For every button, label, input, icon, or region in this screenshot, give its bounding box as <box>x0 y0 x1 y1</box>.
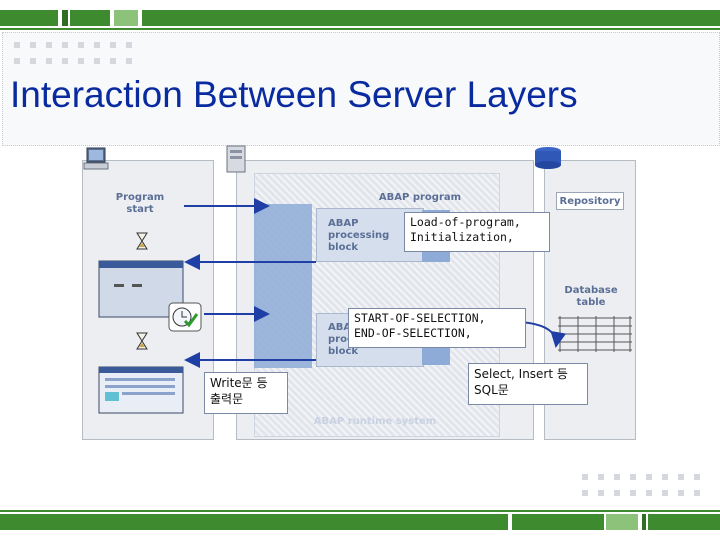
callout-load-of-program: Load-of-program, Initialization, <box>404 212 550 252</box>
repository-label: Repository <box>559 196 621 207</box>
clock-check-icon <box>168 302 202 332</box>
bottom-rule <box>0 510 720 512</box>
hourglass-icon <box>136 232 148 250</box>
page-title: Interaction Between Server Layers <box>10 74 578 115</box>
top-band <box>0 10 720 26</box>
database-table-label: Database table <box>564 285 618 308</box>
repository-box <box>556 192 624 210</box>
callout-sql: Select, Insert 등 SQL문 <box>468 363 588 405</box>
callout-write-output: Write문 등 출력문 <box>204 372 288 414</box>
bottom-band <box>0 514 720 530</box>
monitor-icon <box>83 147 109 170</box>
processing-block-1-label: ABAP processing block <box>328 218 390 253</box>
program-start-label: Program start <box>115 192 165 215</box>
database-icon <box>535 147 561 169</box>
hourglass-icon <box>136 332 148 350</box>
runtime-system-label: ABAP runtime system <box>313 416 437 427</box>
server-icon <box>226 145 246 173</box>
abap-program-label: ABAP program <box>378 192 462 203</box>
runtime-column <box>254 204 312 368</box>
callout-start-of-selection: START-OF-SELECTION, END-OF-SELECTION, <box>348 308 526 348</box>
top-rule <box>0 28 720 30</box>
report-screen-icon <box>98 366 184 414</box>
arrow-sql-access <box>519 321 567 348</box>
